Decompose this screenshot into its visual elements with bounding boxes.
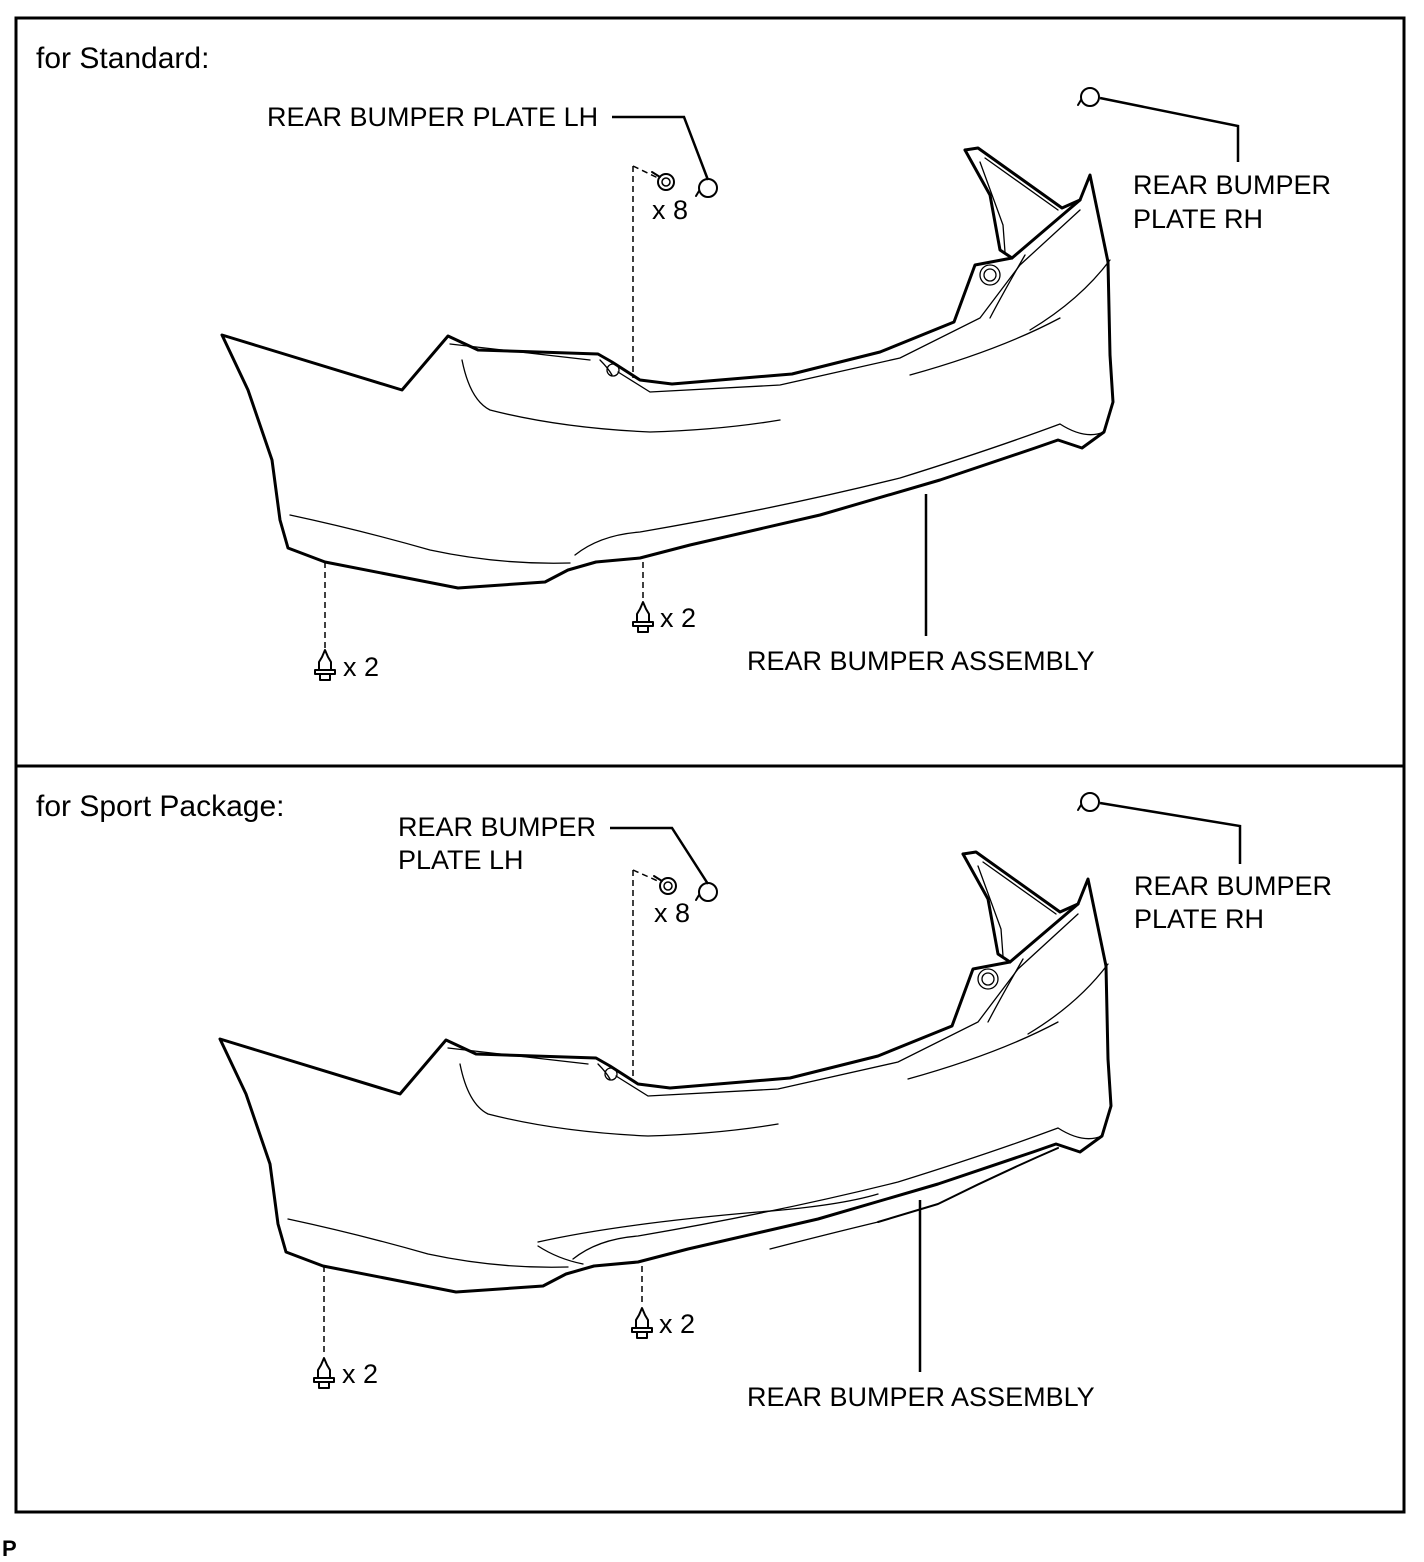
panel-standard-frame xyxy=(14,16,1406,768)
figure-code: P xyxy=(2,1536,17,1561)
screw-dashed-guide xyxy=(632,165,659,179)
left-clip-qty-standard: x 2 xyxy=(343,652,379,682)
plate-rh-leader-standard xyxy=(1099,96,1240,162)
assembly-label-standard: REAR BUMPER ASSEMBLY xyxy=(747,646,1095,676)
clip-icon xyxy=(313,1357,335,1389)
screw-qty-standard: x 8 xyxy=(652,195,688,225)
plate-rh-label-standard-line1: REAR BUMPER xyxy=(1133,170,1331,200)
plate-lh-label-sport-line2: PLATE LH xyxy=(398,845,524,875)
panel-sport: for Sport Package: REAR BUMPER PLATE LH … xyxy=(36,790,1332,1412)
center-clip-qty-standard: x 2 xyxy=(660,603,696,633)
plate-rh-leader-sport xyxy=(1099,801,1242,864)
screw-qty-sport: x 8 xyxy=(654,898,690,928)
plate-lh-label-sport-line1: REAR BUMPER xyxy=(398,812,596,842)
plate-lh-label-standard: REAR BUMPER PLATE LH xyxy=(267,102,598,132)
clip-icon xyxy=(632,601,654,633)
screw-icon xyxy=(653,875,677,895)
clip-icon xyxy=(631,1307,653,1339)
plate-rh-label-sport-line1: REAR BUMPER xyxy=(1134,871,1332,901)
plate-rh-label-sport-line2: PLATE RH xyxy=(1134,904,1264,934)
plate-rh-label-standard-line2: PLATE RH xyxy=(1133,204,1263,234)
clip-icon xyxy=(314,649,336,681)
panel-sport-frame xyxy=(14,764,1406,1514)
panel-sport-title: for Sport Package: xyxy=(36,790,284,823)
panel-standard: for Standard: REAR BUMPER PLATE LH x 8 R… xyxy=(36,42,1331,682)
plate-rh-grommet-standard xyxy=(1077,87,1100,107)
plate-lh-grommet-sport xyxy=(695,882,718,902)
left-clip-qty-sport: x 2 xyxy=(342,1359,378,1389)
assembly-label-sport: REAR BUMPER ASSEMBLY xyxy=(747,1382,1095,1412)
plate-lh-leader-standard xyxy=(612,115,710,181)
center-clip-qty-sport: x 2 xyxy=(659,1309,695,1339)
plate-lh-leader-sport xyxy=(610,826,710,885)
screw-icon xyxy=(651,171,675,191)
plate-rh-grommet-sport xyxy=(1077,792,1100,812)
panel-standard-title: for Standard: xyxy=(36,42,209,75)
plate-lh-grommet-standard xyxy=(695,178,718,198)
screw-dashed-guide xyxy=(632,869,661,883)
